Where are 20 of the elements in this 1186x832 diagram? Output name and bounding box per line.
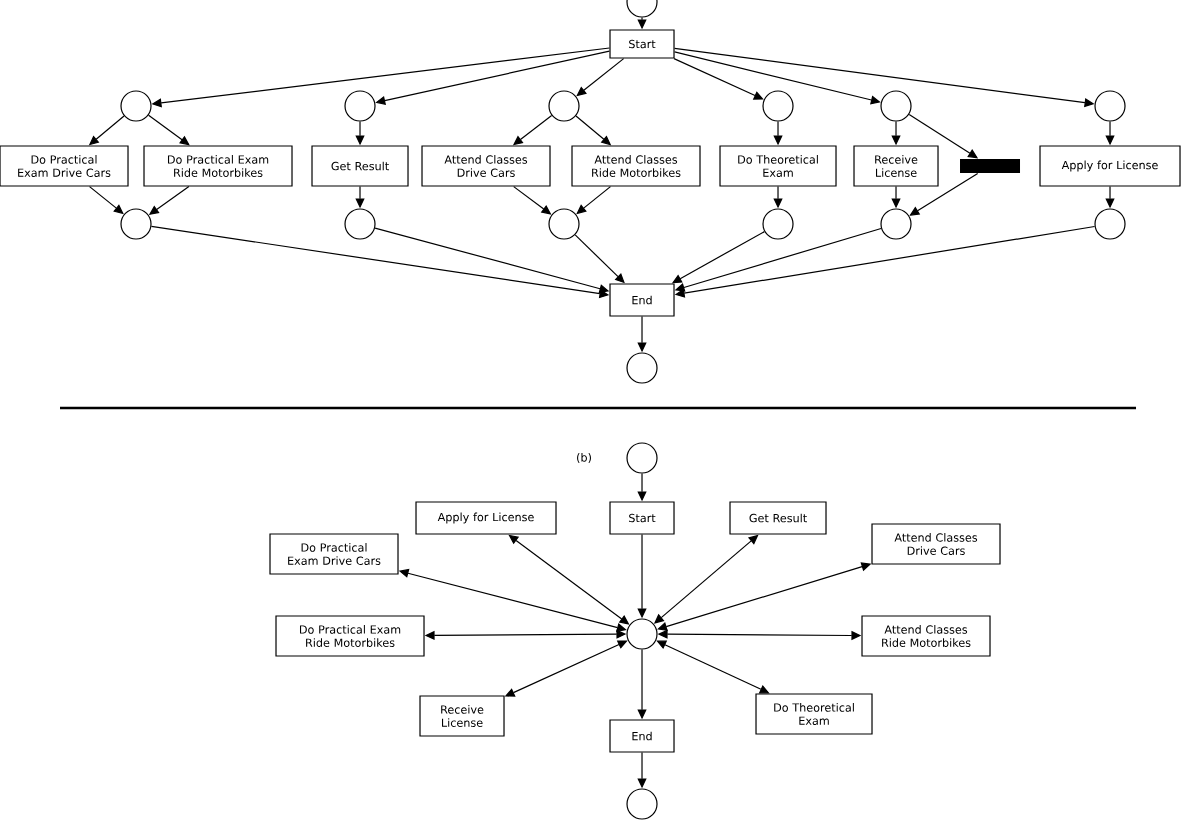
- arrow: [909, 173, 979, 216]
- arrow: [148, 114, 190, 146]
- place-circle: [548, 208, 580, 240]
- place-circle: [880, 208, 912, 240]
- place-circle: [626, 788, 658, 820]
- place-circle: [626, 352, 658, 384]
- place-circle: [762, 208, 794, 240]
- place-circle: [548, 90, 580, 122]
- place-circle: [1094, 208, 1126, 240]
- place-circle: [626, 442, 658, 474]
- place-circle: [762, 90, 794, 122]
- arrow: [673, 58, 764, 100]
- place-circle: [1094, 90, 1126, 122]
- place-circle: [120, 90, 152, 122]
- place-circle: [120, 208, 152, 240]
- place-circle: [626, 618, 658, 650]
- arrow: [674, 51, 881, 105]
- place-circle: [344, 90, 376, 122]
- place-circle: [880, 90, 912, 122]
- place-circle: [344, 208, 376, 240]
